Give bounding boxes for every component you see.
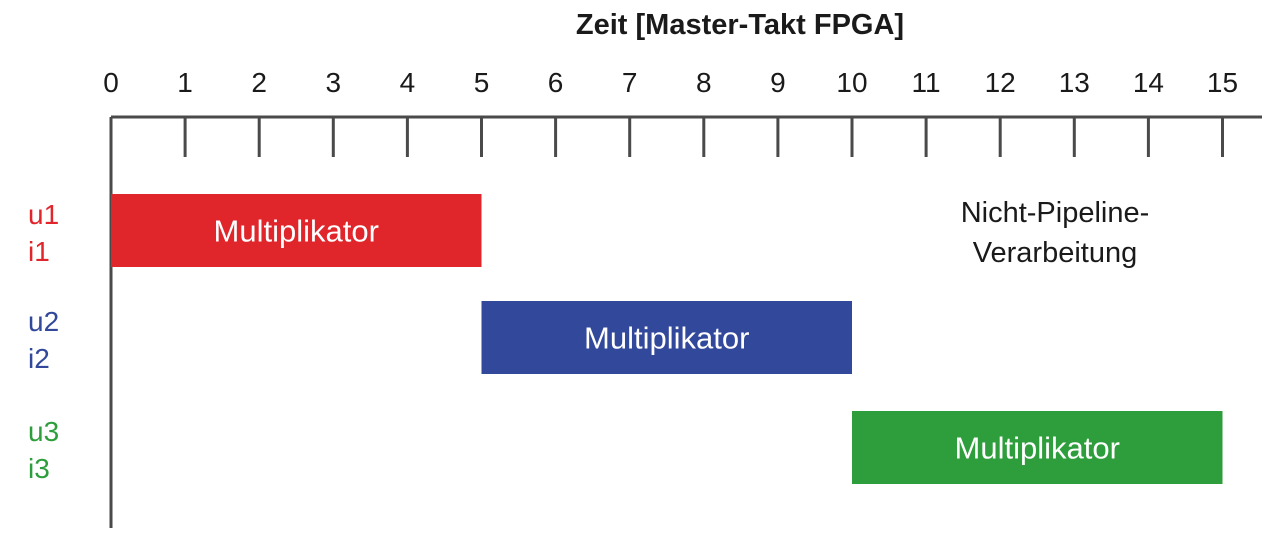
- tick-label: 9: [770, 67, 786, 98]
- tick-label: 14: [1133, 67, 1164, 98]
- row-3: u3 i3 Multiplikator: [28, 411, 1223, 484]
- diagram-title: Zeit [Master-Takt FPGA]: [576, 9, 904, 41]
- note-line-2: Verarbeitung: [973, 237, 1137, 269]
- rows: u1i1Multiplikatoru2i2Multiplikatoru3i3Mu…: [28, 194, 1223, 484]
- tick-label: 7: [622, 67, 638, 98]
- multiplier-block: [481, 301, 852, 374]
- multiplier-block-label: Multiplikator: [584, 321, 749, 356]
- row-label-signal: u3: [28, 416, 59, 447]
- multiplier-block-label: Multiplikator: [214, 214, 379, 249]
- row-label-signal: u1: [28, 199, 59, 230]
- row-label-index: i3: [28, 453, 50, 484]
- tick-label: 6: [548, 67, 564, 98]
- multiplier-block-label: Multiplikator: [955, 431, 1120, 466]
- tick-label: 3: [326, 67, 342, 98]
- tick-label: 12: [985, 67, 1016, 98]
- tick-label: 13: [1059, 67, 1090, 98]
- multiplier-block: [111, 194, 482, 267]
- tick-label: 5: [474, 67, 490, 98]
- multiplier-block: [852, 411, 1223, 484]
- row-label-index: i1: [28, 236, 50, 267]
- tick-label: 15: [1207, 67, 1238, 98]
- note-line-1: Nicht-Pipeline-: [961, 197, 1150, 229]
- tick-label: 11: [912, 67, 941, 98]
- row-1: u1 i1 Multiplikator: [28, 194, 482, 267]
- tick-label: 2: [251, 67, 267, 98]
- tick-label: 10: [836, 67, 867, 98]
- tick-label: 1: [177, 67, 193, 98]
- row-label-signal: u2: [28, 306, 59, 337]
- tick-label: 4: [400, 67, 416, 98]
- row-label-index: i2: [28, 343, 50, 374]
- tick-label: 8: [696, 67, 712, 98]
- tick-label: 0: [103, 67, 119, 98]
- row-2: u2 i2 Multiplikator: [28, 301, 852, 374]
